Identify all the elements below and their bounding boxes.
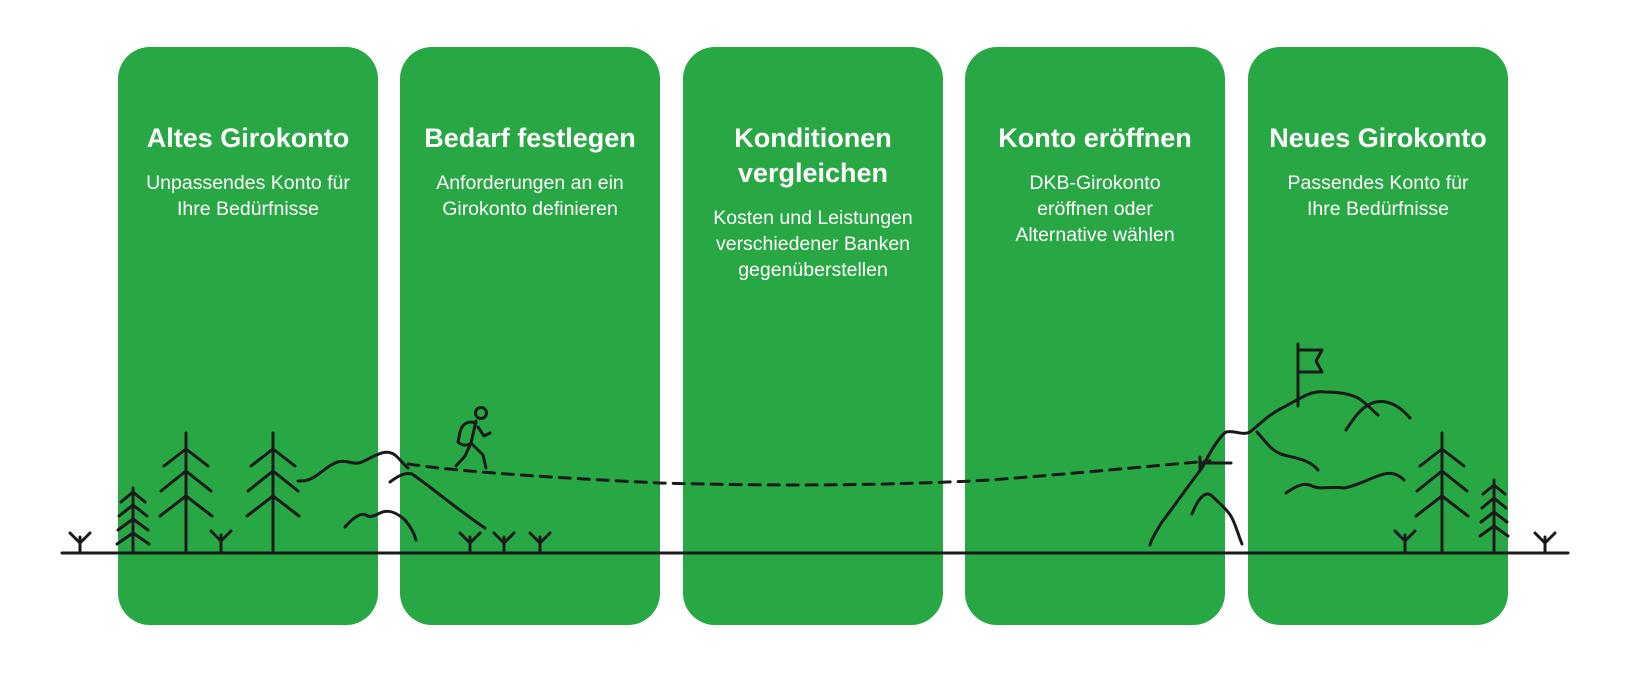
step-description: DKB-Girokonto eröffnen oder Alternative … [1015,172,1175,246]
step-title: Neues Girokonto [1269,123,1487,153]
step-description: Passendes Konto für Ihre Bedürfnisse [1287,172,1469,220]
step-card-konto-eroeffnen: Konto eröffnen DKB-Girokonto eröffnen od… [965,47,1225,625]
step-title: Konditionen vergleichen [734,123,892,188]
step-title: Altes Girokonto [146,123,350,153]
step-title: Bedarf festlegen [424,123,636,153]
step-card-altes-girokonto: Altes Girokonto Unpassendes Konto für Ih… [118,47,378,625]
step-description: Unpassendes Konto für Ihre Bedürfnisse [146,172,350,220]
grass-icon [68,531,92,555]
step-card-neues-girokonto: Neues Girokonto Passendes Konto für Ihre… [1248,47,1508,625]
step-title: Konto eröffnen [998,123,1192,153]
step-description: Anforderungen an ein Girokonto definiere… [436,172,624,220]
grass-icon [1533,531,1557,555]
step-card-konditionen-vergleichen: Konditionen vergleichen Kosten und Leist… [683,47,943,625]
step-card-bedarf-festlegen: Bedarf festlegen Anforderungen an ein Gi… [400,47,660,625]
step-description: Kosten und Leistungen verschiedener Bank… [713,207,913,281]
